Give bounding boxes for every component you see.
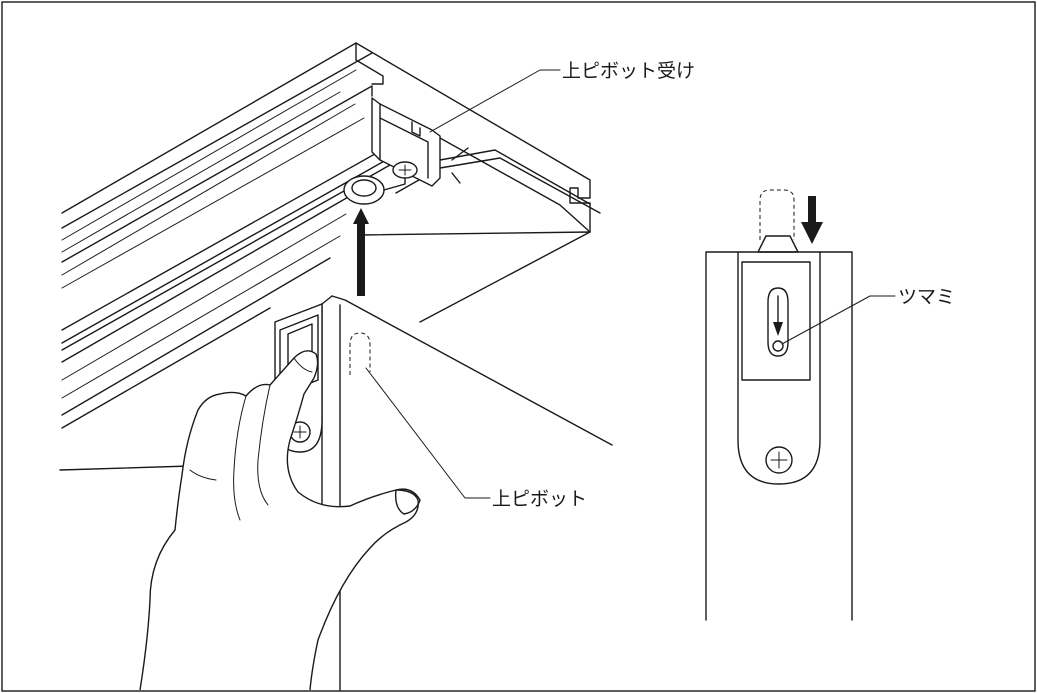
knob[interactable]: [772, 340, 784, 352]
leader-knob: [781, 295, 896, 345]
right-illustration: ツマミ: [705, 189, 955, 621]
label-upper-pivot: 上ピボット: [492, 488, 587, 510]
label-knob: ツマミ: [898, 286, 955, 308]
knob-slot: [767, 287, 789, 357]
hand: [139, 350, 421, 691]
label-upper-pivot-receiver: 上ピボット受け: [562, 60, 695, 82]
leader-upper-pivot-receiver: [429, 69, 561, 133]
pivot-ghost: [759, 189, 795, 240]
door-edge: [705, 251, 853, 621]
down-arrow: [801, 196, 823, 244]
head-rail: [61, 42, 601, 429]
upper-pivot-receiver: [343, 97, 441, 205]
pivot-stub: [757, 235, 799, 253]
left-illustration: 上ピボット受け 上ピボット: [59, 42, 695, 691]
leader-upper-pivot: [365, 367, 491, 499]
up-arrow: [353, 208, 369, 296]
